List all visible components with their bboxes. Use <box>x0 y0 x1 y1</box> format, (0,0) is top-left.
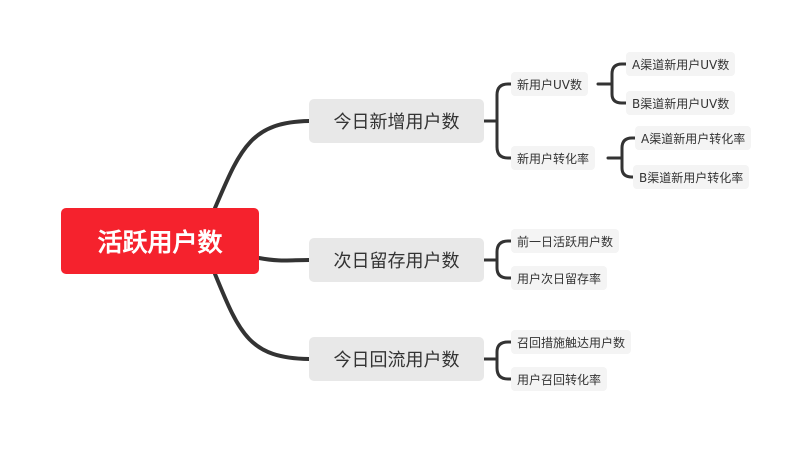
connector-branch-2-children <box>482 239 514 280</box>
node-channel-b-conversion[interactable]: B渠道新用户转化率 <box>633 165 750 189</box>
node-channel-b-uv[interactable]: B渠道新用户UV数 <box>626 91 736 115</box>
connector-root-branch-1 <box>213 119 311 210</box>
branch-node-next-day-retained[interactable]: 次日留存用户数 <box>309 238 484 282</box>
root-node[interactable]: 活跃用户数 <box>61 208 259 274</box>
branch-node-today-returning[interactable]: 今日回流用户数 <box>309 337 484 381</box>
node-new-user-uv[interactable]: 新用户UV数 <box>511 72 588 96</box>
node-channel-a-conversion[interactable]: A渠道新用户转化率 <box>635 126 752 150</box>
node-recall-conversion-rate[interactable]: 用户召回转化率 <box>511 367 608 391</box>
connector-root-branch-2 <box>257 256 311 263</box>
node-recall-reached-users[interactable]: 召回措施触达用户数 <box>511 330 632 354</box>
node-prev-day-active[interactable]: 前一日活跃用户数 <box>511 229 620 253</box>
connector-branch-1-children <box>482 82 514 160</box>
connector-conv-children <box>606 136 638 179</box>
connector-branch-3-children <box>482 340 514 381</box>
connector-root-branch-3 <box>213 272 311 361</box>
node-next-day-retention-rate[interactable]: 用户次日留存率 <box>511 266 608 290</box>
connector-uv-children <box>596 62 628 105</box>
node-channel-a-uv[interactable]: A渠道新用户UV数 <box>626 52 736 76</box>
branch-node-today-new-users[interactable]: 今日新增用户数 <box>309 99 484 143</box>
node-new-user-conversion[interactable]: 新用户转化率 <box>511 146 596 170</box>
